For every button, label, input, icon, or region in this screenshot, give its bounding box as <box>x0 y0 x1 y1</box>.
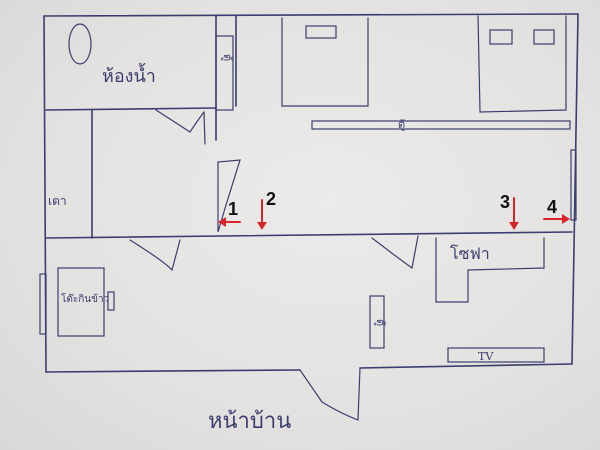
front-door-swing <box>299 367 361 421</box>
sofa-label: โซฟา <box>450 244 490 263</box>
outer-walls <box>43 13 579 373</box>
direction-arrows <box>218 197 570 230</box>
window-right <box>570 149 577 221</box>
marker-4: 4 <box>547 197 557 217</box>
stove-label: เตา <box>48 194 67 208</box>
front-of-house-label: หน้าบ้าน <box>208 409 291 434</box>
bathroom-label: ห้องน้ำ <box>102 63 156 87</box>
dining-table <box>39 267 115 337</box>
toilet-icon <box>68 23 92 65</box>
cabinet-top <box>215 35 234 111</box>
dining-table-label: โต๊ะกินข้าว <box>61 292 109 305</box>
tv-unit <box>447 347 545 363</box>
cabinet-top-label: ตู้ <box>221 54 234 61</box>
door-swing-a <box>129 239 181 272</box>
door-swing-b <box>371 235 419 270</box>
tv-label: TV <box>478 350 494 363</box>
pillow-icon <box>533 29 555 45</box>
cabinet-long-label: ตู้ <box>398 118 405 131</box>
bathroom-door-swing <box>155 109 205 133</box>
cabinet-living-label: ตู้ <box>374 319 387 326</box>
marker-1: 1 <box>228 199 238 219</box>
bedroom-door-swing <box>217 159 241 233</box>
middle-wall <box>45 231 573 239</box>
cabinet-living <box>369 295 385 349</box>
cabinet-long <box>311 120 571 130</box>
sofa <box>435 237 545 303</box>
bedroom-2 <box>477 15 567 113</box>
marker-2: 2 <box>266 189 276 209</box>
bedroom-1 <box>235 15 369 107</box>
pillow-icon <box>489 29 513 45</box>
marker-3: 3 <box>500 192 510 212</box>
pillow-icon <box>305 25 337 39</box>
